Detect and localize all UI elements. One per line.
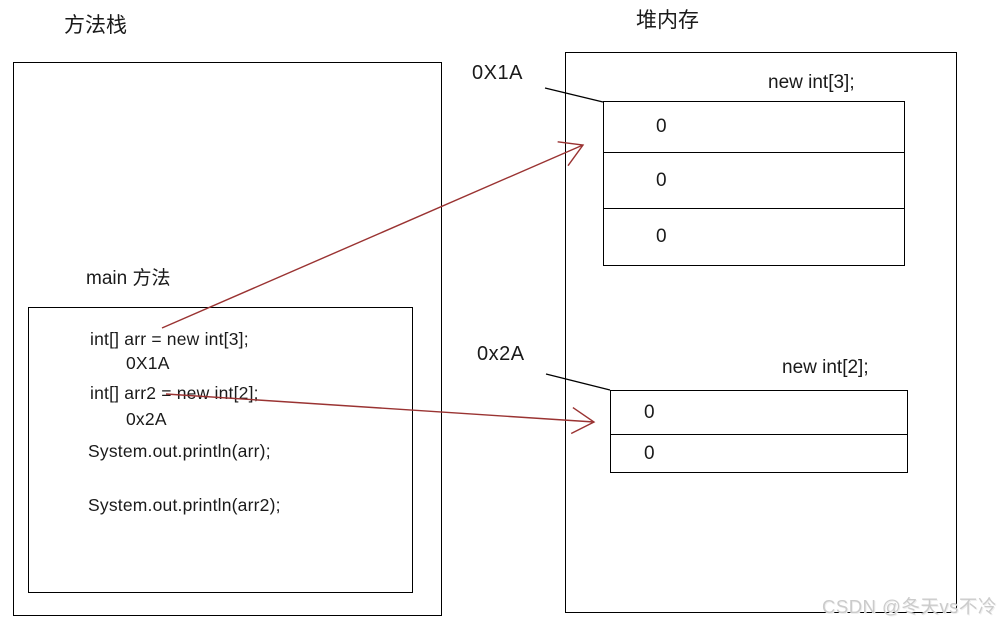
stack-title: 方法栈 (64, 14, 127, 37)
heap-address-label-0x2a: 0x2A (477, 343, 525, 365)
csdn-watermark: CSDN @冬天vs不冷 (822, 596, 997, 617)
array2-cell-1: 0 (611, 434, 907, 472)
method-stack-box (13, 62, 442, 616)
heap-memory-box (565, 52, 957, 613)
code-arr-address-value: 0X1A (126, 353, 170, 373)
array1-cell-2: 0 (604, 208, 904, 265)
array1-title: new int[3]; (768, 72, 855, 93)
heap-array-int2-box: 0 0 (610, 390, 908, 473)
code-println-arr: System.out.println(arr); (88, 441, 271, 461)
heap-address-label-0x1a: 0X1A (472, 62, 523, 84)
heap-array-int3-box: 0 0 0 (603, 101, 905, 266)
main-method-label: main 方法 (86, 268, 171, 289)
array2-cell-0: 0 (644, 401, 655, 423)
code-println-arr2: System.out.println(arr2); (88, 495, 281, 515)
code-arr2-address-value: 0x2A (126, 409, 167, 429)
array2-title: new int[2]; (782, 357, 869, 378)
array1-cell-0: 0 (656, 116, 667, 137)
array1-cell-1: 0 (604, 152, 904, 208)
code-arr2-declaration: int[] arr2 = new int[2]; (90, 383, 259, 403)
code-arr-declaration: int[] arr = new int[3]; (90, 329, 249, 349)
heap-title: 堆内存 (636, 9, 699, 32)
